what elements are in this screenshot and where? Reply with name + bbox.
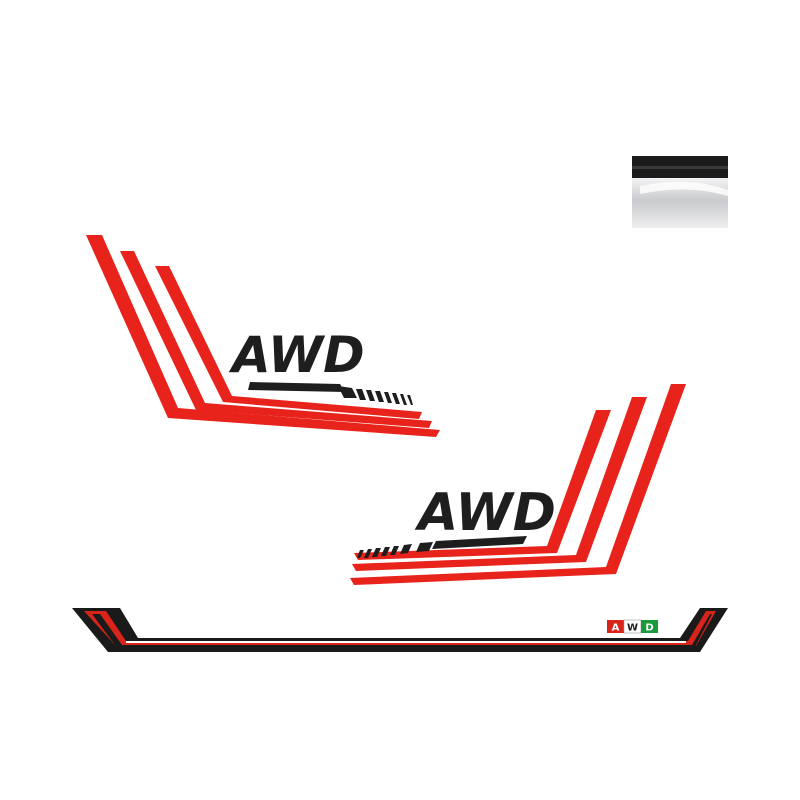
left-decal-text: AWD <box>228 326 365 384</box>
left-decal-logo: AWD <box>228 326 413 405</box>
badge-letter-a: A <box>612 623 620 634</box>
badge-letter-w: W <box>627 623 638 634</box>
right-decal-speed-bar <box>357 536 527 558</box>
awd-badge: A W D <box>607 619 658 634</box>
badge-letter-d: D <box>645 623 653 634</box>
left-decal-stripes <box>86 235 440 437</box>
badge-segment-green <box>641 620 658 633</box>
badge-segment-red <box>607 620 624 633</box>
left-decal-speed-bar <box>248 382 413 405</box>
squeegee-icon <box>632 156 728 228</box>
rocker-strip <box>72 608 728 652</box>
right-decal-logo: AWD <box>357 483 556 558</box>
right-decal-text: AWD <box>414 483 556 543</box>
